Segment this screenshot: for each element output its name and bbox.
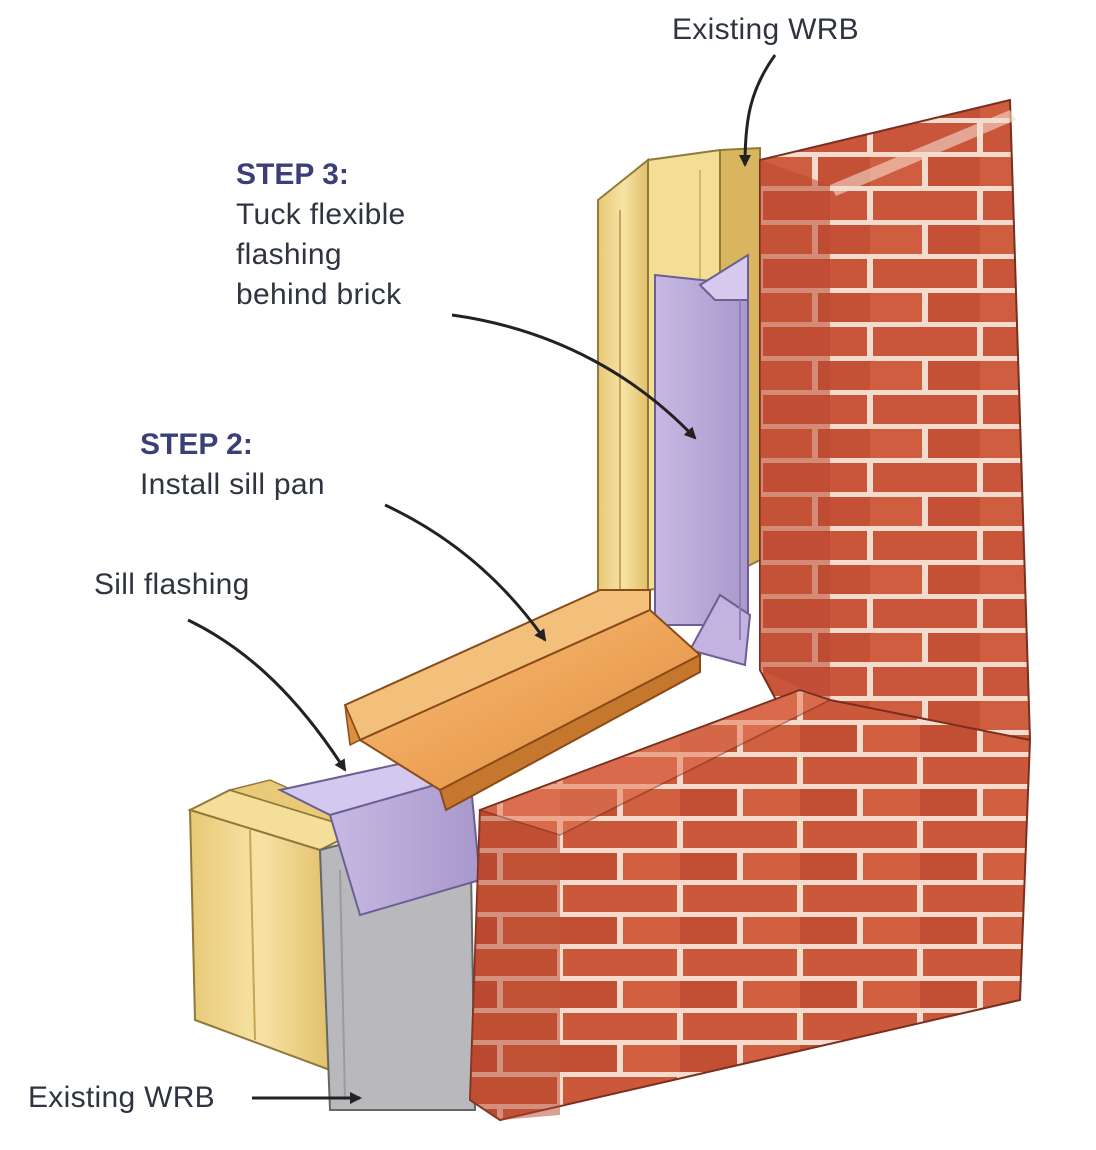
label-existing-wrb-top: Existing WRB — [672, 13, 859, 46]
step3-line-3: behind brick — [236, 278, 402, 311]
arrow-step2 — [384, 503, 547, 642]
wall-framing — [187, 779, 363, 1072]
step2-line-1: Install sill pan — [140, 468, 325, 501]
arrow-wrb-top — [739, 54, 777, 167]
label-sill-flashing: Sill flashing — [94, 568, 250, 601]
step3-title: STEP 3: — [236, 158, 349, 191]
step2-title: STEP 2: — [140, 428, 253, 461]
arrow-sill-flashing — [187, 618, 347, 772]
brick-pier — [759, 98, 1032, 802]
step3-line-2: flashing — [236, 238, 342, 271]
jamb-flexible-flashing — [654, 253, 752, 667]
brick-lower-wall — [468, 688, 1032, 1122]
leader-arrows — [187, 54, 777, 1104]
step3-callout: STEP 3: Tuck flexible flashing behind br… — [236, 155, 406, 315]
step2-callout: STEP 2: Install sill pan — [140, 425, 325, 505]
label-existing-wrb-bottom: Existing WRB — [28, 1081, 215, 1114]
arrow-step3 — [451, 313, 697, 440]
step3-line-1: Tuck flexible — [236, 198, 406, 231]
sill-pan — [343, 589, 702, 812]
